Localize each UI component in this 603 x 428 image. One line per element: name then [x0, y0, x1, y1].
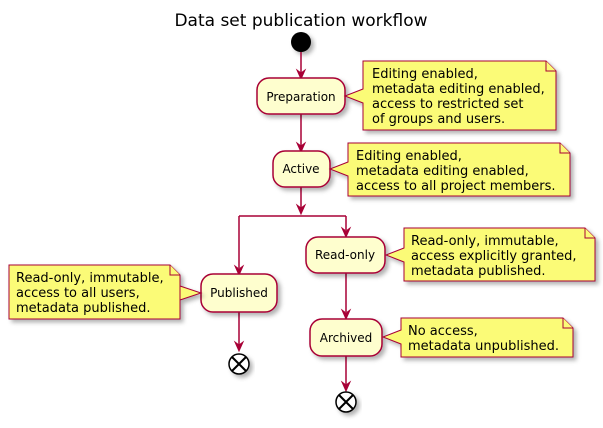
note-line: metadata published.: [16, 301, 151, 316]
arrowhead: [340, 380, 352, 393]
note-line: Editing enabled,: [356, 149, 462, 164]
note-line: of groups and users.: [372, 112, 505, 127]
end-node-archived: [335, 391, 357, 413]
note-line: No access,: [408, 324, 478, 339]
note-line: access to all users,: [16, 286, 140, 301]
note-preparation: Editing enabled, metadata editing enable…: [343, 60, 557, 131]
note-archived: No access, metadata unpublished.: [381, 317, 574, 358]
arrowhead: [340, 308, 352, 321]
state-label: Active: [282, 162, 319, 176]
note-line: Read-only, immutable,: [16, 271, 164, 286]
state-preparation: Preparation: [256, 77, 346, 115]
state-readonly: Read-only: [305, 236, 386, 274]
note-line: metadata editing enabled,: [356, 164, 529, 179]
note-line: access to all project members.: [356, 179, 556, 194]
arrowhead: [295, 68, 307, 81]
state-label: Read-only: [315, 248, 375, 262]
start-node: [291, 32, 311, 52]
state-active: Active: [272, 150, 331, 188]
note-line: metadata published.: [411, 264, 546, 279]
state-published: Published: [200, 273, 278, 313]
arrowhead: [295, 141, 307, 154]
arrowhead: [295, 203, 307, 216]
state-label: Archived: [320, 331, 373, 345]
arrowhead: [233, 264, 245, 277]
arrowhead: [233, 340, 245, 353]
note-line: access explicitly granted,: [411, 249, 576, 264]
note-line: Editing enabled,: [372, 67, 478, 82]
note-line: Read-only, immutable,: [411, 234, 559, 249]
state-label: Preparation: [266, 90, 335, 104]
note-active: Editing enabled, metadata editing enable…: [328, 142, 571, 197]
state-label: Published: [210, 286, 268, 300]
diagram-title: Data set publication workflow: [174, 11, 427, 31]
note-readonly: Read-only, immutable, access explicitly …: [384, 227, 596, 282]
note-line: metadata unpublished.: [408, 339, 559, 354]
end-node-published: [228, 353, 250, 375]
note-published: Read-only, immutable, access to all user…: [8, 264, 203, 320]
arrowhead: [340, 226, 352, 239]
state-archived: Archived: [309, 318, 383, 357]
note-line: metadata editing enabled,: [372, 82, 545, 97]
note-line: access to restricted set: [372, 97, 524, 112]
